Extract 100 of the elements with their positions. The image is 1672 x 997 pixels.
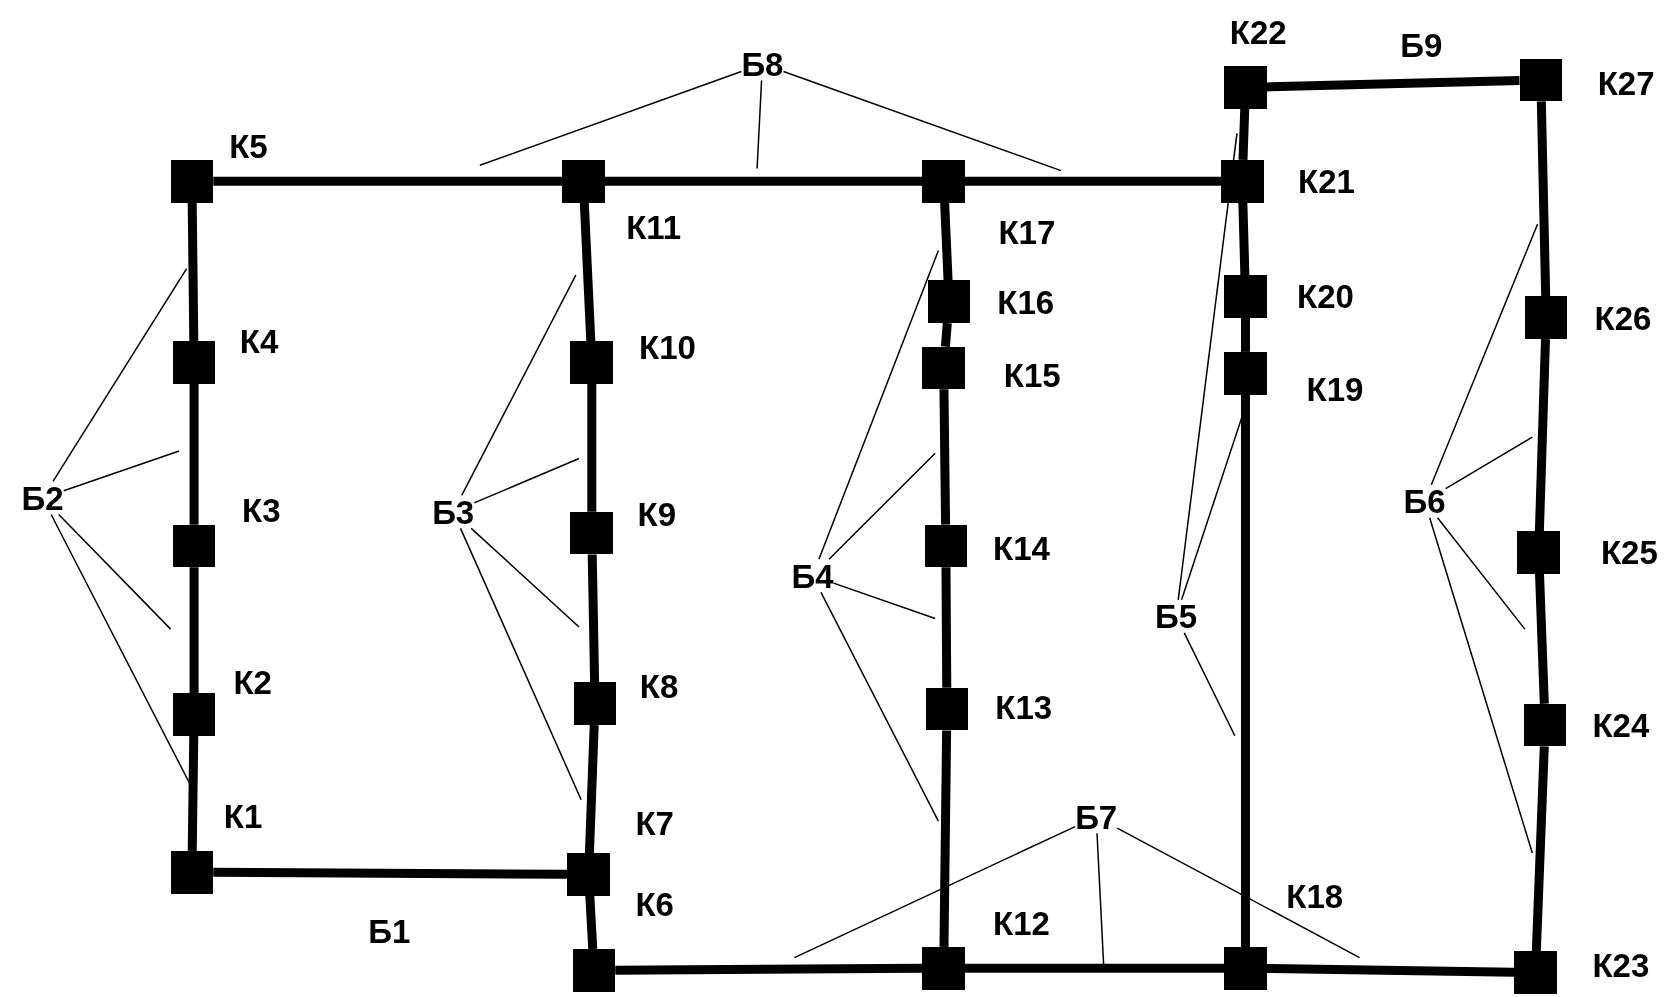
thick-line — [585, 895, 598, 950]
node-label: К27 — [1597, 66, 1655, 100]
junction-square — [1514, 951, 1557, 994]
thick-line — [1240, 394, 1250, 947]
segment-label: Б2 — [21, 481, 64, 515]
segment-label: Б6 — [1403, 484, 1446, 518]
junction-square — [1224, 351, 1267, 395]
thick-line — [940, 202, 953, 281]
node-label: К3 — [242, 493, 281, 527]
junction-square — [170, 850, 214, 894]
thick-line — [1266, 76, 1520, 92]
node-label: К11 — [626, 210, 682, 244]
junction-square — [1519, 58, 1563, 102]
junction-square — [561, 159, 605, 203]
leader-line — [479, 70, 743, 167]
junction-square — [1220, 159, 1264, 203]
leader-line — [793, 825, 1076, 959]
node-label: К22 — [1229, 15, 1287, 49]
leader-line — [1183, 632, 1236, 737]
leader-line — [832, 582, 936, 620]
leader-line — [470, 527, 580, 628]
leader-line — [818, 249, 940, 561]
thick-line — [587, 383, 597, 512]
leader-line — [828, 452, 936, 561]
junction-square — [172, 341, 216, 384]
thick-line — [579, 202, 596, 342]
thick-line — [1266, 964, 1515, 977]
segment-label: Б9 — [1400, 28, 1443, 62]
node-label: К24 — [1592, 708, 1650, 742]
segment-label: Б3 — [432, 495, 475, 529]
junction-square — [573, 682, 617, 726]
junction-square — [170, 159, 214, 203]
leader-line — [50, 513, 191, 785]
thick-line — [1240, 317, 1250, 352]
node-label: К16 — [997, 285, 1055, 319]
thick-line — [965, 176, 1221, 186]
thick-line — [1238, 108, 1250, 161]
junction-square — [572, 949, 616, 992]
leader-line — [1428, 516, 1534, 854]
leader-line — [52, 267, 188, 483]
junction-square — [922, 946, 965, 990]
junction-square — [925, 687, 969, 731]
leader-line — [1116, 827, 1361, 959]
node-label: К18 — [1286, 879, 1344, 913]
node-label: К15 — [1003, 358, 1061, 392]
leader-line — [461, 274, 577, 497]
node-label: К9 — [637, 497, 677, 531]
segment-label: Б1 — [368, 914, 411, 948]
thick-line — [1534, 338, 1550, 532]
node-label: К2 — [233, 665, 272, 699]
node-label: К26 — [1594, 301, 1652, 335]
thick-line — [189, 383, 199, 525]
thick-line — [604, 176, 923, 186]
segment-label: Б7 — [1075, 800, 1118, 834]
node-label: К13 — [995, 690, 1053, 724]
junction-square — [1517, 531, 1560, 574]
node-label: К19 — [1306, 372, 1364, 406]
thick-line — [1535, 573, 1549, 704]
thick-line — [939, 389, 951, 525]
node-label: К1 — [223, 799, 263, 833]
junction-square — [172, 693, 216, 736]
node-label: К7 — [635, 806, 674, 840]
thick-line — [941, 567, 952, 688]
junction-square — [1524, 296, 1568, 340]
node-label: К5 — [229, 129, 268, 163]
junction-square — [1224, 275, 1267, 318]
thick-line — [187, 202, 199, 342]
thick-line — [939, 730, 952, 947]
leader-line — [62, 450, 180, 492]
junction-square — [567, 853, 610, 896]
junction-square — [1224, 66, 1267, 109]
junction-square — [927, 280, 971, 324]
junction-square — [570, 511, 614, 555]
node-label: К14 — [993, 531, 1050, 565]
thick-line — [584, 724, 599, 854]
node-label: К6 — [635, 887, 674, 921]
leader-line — [1177, 132, 1238, 601]
thick-line — [187, 735, 199, 851]
junction-square — [1224, 946, 1267, 990]
thick-line — [587, 554, 600, 683]
thick-line — [940, 322, 952, 347]
segment-label: Б4 — [791, 559, 834, 593]
node-label: К4 — [239, 324, 279, 358]
thick-line — [965, 963, 1225, 973]
node-label: К17 — [998, 215, 1056, 249]
thick-line — [213, 176, 562, 186]
leader-line — [473, 457, 580, 504]
segment-label: Б5 — [1155, 599, 1198, 633]
node-label: К12 — [993, 906, 1050, 940]
thick-line — [1536, 101, 1551, 297]
node-label: К10 — [639, 330, 696, 364]
node-label: К25 — [1600, 535, 1658, 569]
junction-square — [922, 159, 965, 203]
thick-line — [1531, 746, 1549, 952]
leader-line — [1180, 415, 1243, 601]
leader-line — [820, 591, 940, 822]
junction-square — [570, 341, 614, 384]
leader-line — [58, 513, 172, 630]
node-label: К23 — [1592, 948, 1650, 982]
thick-line — [1238, 202, 1250, 276]
